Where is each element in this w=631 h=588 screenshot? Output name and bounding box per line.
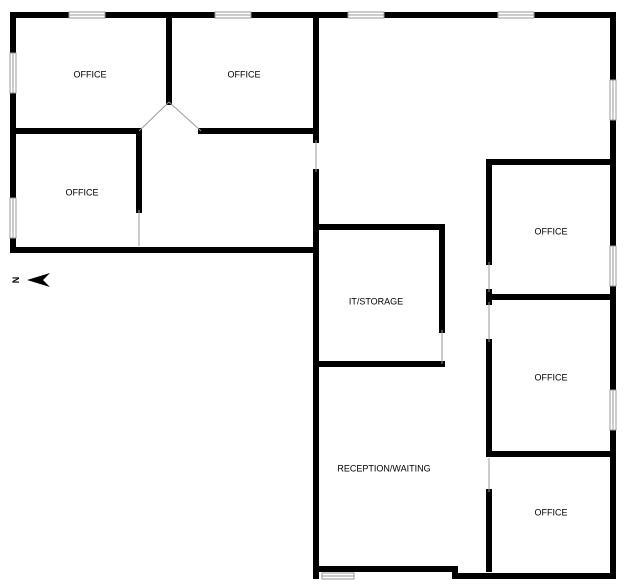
door-openings bbox=[138, 101, 490, 492]
window bbox=[609, 245, 617, 287]
north-compass: N bbox=[11, 273, 50, 287]
compass-label: N bbox=[11, 277, 21, 284]
window bbox=[68, 11, 106, 19]
room-label-office: OFFICE bbox=[535, 372, 568, 382]
window bbox=[347, 11, 385, 19]
window bbox=[9, 52, 17, 94]
room-labels: OFFICE OFFICE OFFICE IT/STORAGE RECEPTIO… bbox=[66, 69, 568, 517]
room-label-office: OFFICE bbox=[535, 507, 568, 517]
room-label-office: OFFICE bbox=[74, 69, 107, 79]
room-label-it-storage: IT/STORAGE bbox=[349, 296, 403, 306]
window bbox=[497, 11, 535, 19]
window bbox=[609, 389, 617, 431]
window bbox=[214, 11, 252, 19]
windows bbox=[9, 11, 617, 580]
room-label-office: OFFICE bbox=[535, 226, 568, 236]
north-arrow-icon bbox=[27, 273, 50, 287]
window bbox=[609, 79, 617, 121]
window bbox=[321, 572, 355, 580]
interior-walls bbox=[10, 12, 616, 572]
room-label-office: OFFICE bbox=[228, 69, 261, 79]
room-label-reception-waiting: RECEPTION/WAITING bbox=[337, 463, 430, 473]
room-label-office: OFFICE bbox=[66, 187, 99, 197]
window bbox=[9, 197, 17, 239]
